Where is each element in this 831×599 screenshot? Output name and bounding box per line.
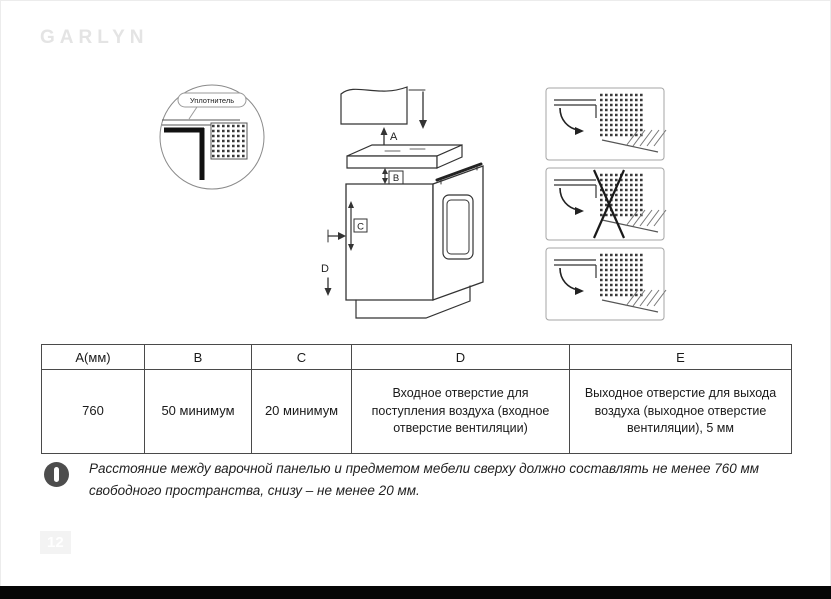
note: Расстояние между варочной панелью и пред…	[44, 458, 800, 503]
cell-a-value: 760	[41, 369, 145, 454]
ventilation-correct-bottom-diagram	[545, 247, 667, 321]
cell-e-value: Выходное отверстие для выхода воздуха (в…	[569, 369, 792, 454]
dim-label-c: C	[357, 222, 364, 233]
cell-b-value: 50 минимум	[144, 369, 252, 454]
seal-label: Уплотнитель	[190, 96, 234, 105]
note-text: Расстояние между варочной панелью и пред…	[89, 461, 759, 499]
cell-d-value: Входное отверстие для поступления воздух…	[351, 369, 570, 454]
dim-label-a: A	[390, 131, 398, 143]
info-icon	[44, 462, 69, 487]
oven-dimensions-diagram: A B C	[321, 86, 484, 319]
cell-c-value: 20 минимум	[251, 369, 352, 454]
dim-label-b: B	[393, 173, 399, 184]
ventilation-correct-top-diagram	[545, 87, 667, 161]
col-header-b: B	[144, 344, 252, 370]
table-row: 760 50 минимум 20 минимум Входное отверс…	[41, 369, 792, 454]
col-header-e: E	[569, 344, 792, 370]
col-header-d: D	[351, 344, 570, 370]
col-header-c: C	[251, 344, 352, 370]
seal-detail-diagram: Уплотнитель	[159, 84, 265, 190]
ventilation-wrong-diagram	[545, 167, 667, 241]
dim-label-d: D	[321, 263, 329, 275]
ventilation-option-diagrams	[545, 87, 667, 321]
installation-diagrams: Уплотнитель A	[159, 84, 667, 321]
brand-logo: GARLYN	[40, 27, 149, 48]
page-number: 12	[40, 531, 71, 554]
footer-bar	[0, 586, 831, 599]
col-header-a: A(мм)	[41, 344, 145, 370]
dimensions-table: A(мм) B C D E 760 50 минимум 20 минимум …	[41, 344, 792, 454]
table-header: A(мм) B C D E	[41, 344, 792, 370]
